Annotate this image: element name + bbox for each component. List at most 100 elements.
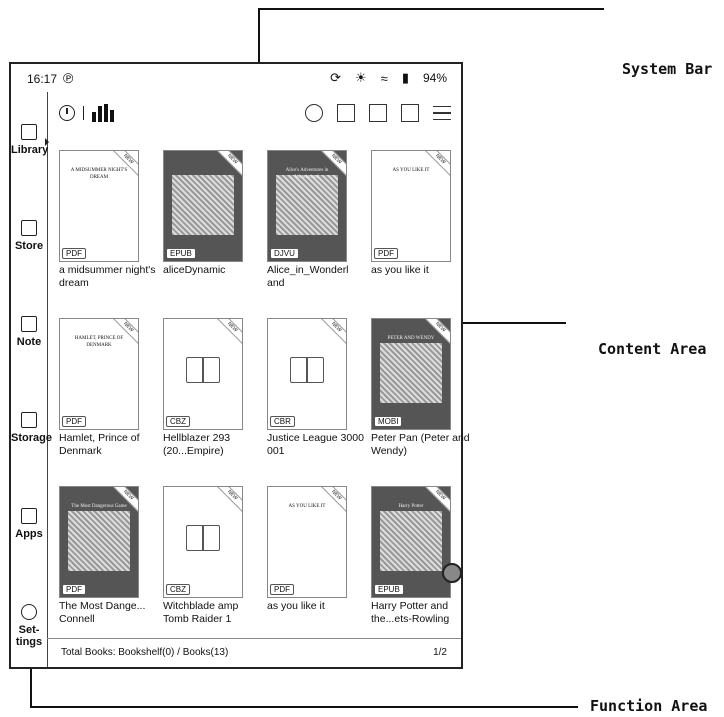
format-badge: CBZ (166, 416, 190, 427)
menu-icon[interactable] (433, 106, 451, 120)
sidebar-item-store[interactable]: Store (11, 220, 47, 252)
new-ribbon: NEW (109, 487, 138, 515)
app-notification-icon[interactable]: ℗ (63, 70, 74, 86)
statistics-icon[interactable] (401, 104, 419, 122)
sync-icon[interactable]: ⟳ (330, 70, 342, 85)
new-folder-icon[interactable] (337, 104, 355, 122)
book-title: as you like it (267, 600, 325, 612)
select-icon[interactable] (369, 104, 387, 122)
format-badge: CBR (270, 416, 295, 427)
cover-title: Harry Potter (398, 504, 424, 509)
recent-clock-icon[interactable] (59, 105, 75, 121)
book-title: Peter Pan (Peter and Wendy) (371, 432, 470, 457)
sidebar-item-settings[interactable]: Set- tings (11, 604, 47, 648)
sidebar-item-storage[interactable]: Storage (11, 412, 52, 444)
library-icon (21, 124, 37, 140)
status-time: 16:17 (27, 72, 58, 86)
format-badge: PDF (62, 248, 86, 259)
sidebar-item-label: Note (16, 336, 42, 348)
cover-title: A MIDSUMMER NIGHT'S DREAM (70, 168, 128, 180)
format-badge: EPUB (374, 584, 404, 595)
book-title: Alice_in_Wonderl and (267, 264, 349, 289)
new-ribbon: NEW (421, 319, 450, 347)
cover-title: PETER AND WENDY (387, 336, 435, 341)
note-icon (21, 316, 37, 332)
format-badge: DJVU (270, 248, 299, 259)
format-badge: EPUB (166, 248, 196, 259)
library-footer: Total Books: Bookshelf(0) / Books(13) 1/… (47, 638, 461, 667)
sidebar-item-library[interactable]: Library (11, 124, 49, 156)
format-badge: CBZ (166, 584, 190, 595)
book-placeholder-icon (290, 357, 324, 383)
format-badge: PDF (62, 584, 86, 595)
search-icon[interactable] (305, 104, 323, 122)
function-area-callout-line-v (30, 640, 32, 708)
settings-icon (21, 604, 37, 620)
sidebar-item-label: Library (11, 144, 49, 156)
book-title: Hamlet, Prince of Denmark (59, 432, 140, 457)
book-title: Witchblade amp Tomb Raider 1 (163, 600, 239, 625)
system-bar-callout-line-h (258, 8, 604, 10)
cover-illustration (380, 343, 442, 403)
cover-title: The Most Dangerous Game (71, 504, 127, 509)
wifi-icon[interactable]: ≈ (380, 70, 388, 86)
book-title: aliceDynamic (163, 264, 226, 276)
function-area-callout: Function Area (590, 697, 708, 715)
floating-toolbar-ball[interactable] (442, 563, 462, 583)
cover-title: AS YOU LIKE IT (392, 168, 430, 173)
book-title: Hellblazer 293 (20...Empire) (163, 432, 231, 457)
book-cover: NEW CBZ (163, 318, 243, 430)
new-ribbon: NEW (213, 487, 242, 515)
store-icon (21, 220, 37, 236)
battery-icon: ▮ (401, 70, 409, 85)
format-badge: PDF (374, 248, 398, 259)
book-title: Justice League 3000 001 (267, 432, 364, 457)
status-bar: 16:17 ℗ ⟳ ☀ ≈ ▮ 94% (11, 64, 461, 92)
cover-title: AS YOU LIKE IT (288, 504, 326, 509)
function-area-callout-line-h (30, 706, 578, 708)
total-books-count: Total Books: Bookshelf(0) / Books(13) (61, 647, 229, 658)
sidebar-item-label: Store (14, 240, 44, 252)
status-icons: ⟳ ☀ ≈ ▮ 94% (330, 70, 447, 86)
new-ribbon: NEW (213, 319, 242, 347)
book-title: The Most Dange... Connell (59, 600, 146, 625)
cover-illustration (276, 175, 338, 235)
apps-icon (21, 508, 37, 524)
format-badge: PDF (62, 416, 86, 427)
battery-percent: 94% (422, 71, 447, 85)
cover-illustration (380, 511, 442, 571)
sidebar-item-note[interactable]: Note (11, 316, 47, 348)
storage-icon (21, 412, 37, 428)
sidebar-item-label: Apps (15, 528, 43, 540)
page-indicator[interactable]: 1/2 (433, 647, 447, 658)
bookshelf-view-icon[interactable] (92, 104, 114, 122)
toolbar-separator (83, 106, 84, 120)
cover-title: Alice's Adventures in Wonderland (285, 168, 329, 180)
library-toolbar (47, 92, 461, 132)
book-title: as you like it (371, 264, 429, 276)
cover-title: HAMLET, PRINCE OF DENMARK (74, 336, 124, 348)
new-ribbon: NEW (421, 151, 450, 179)
sidebar-item-apps[interactable]: Apps (11, 508, 47, 540)
cover-illustration (172, 175, 234, 235)
format-badge: MOBI (374, 416, 403, 427)
sidebar-item-label: Set- tings (15, 624, 43, 648)
new-ribbon: NEW (213, 151, 242, 179)
book-cover: NEW EPUB (163, 150, 243, 262)
book-title: a midsummer night's dream (59, 264, 156, 289)
book-placeholder-icon (186, 525, 220, 551)
system-bar-callout-line-v (258, 8, 260, 72)
sidebar-item-label: Storage (11, 432, 52, 444)
light-bulb-icon[interactable]: ☀ (355, 70, 367, 85)
